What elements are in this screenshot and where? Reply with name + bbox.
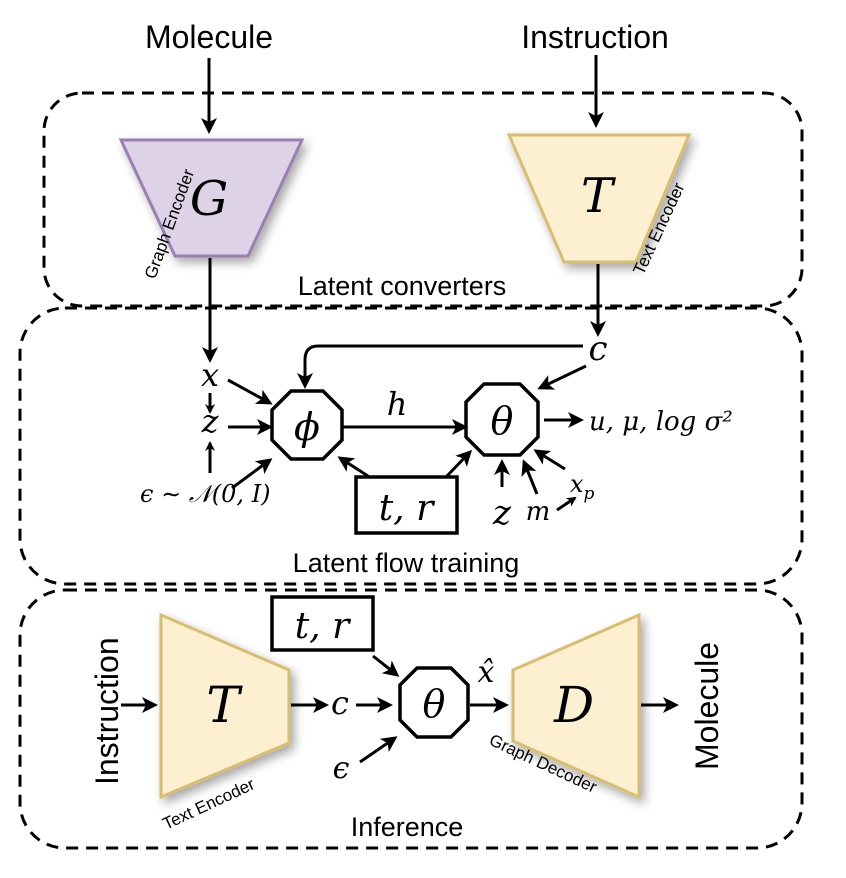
- inference-epsilon: ϵ: [333, 751, 350, 786]
- graph-encoder: [118, 138, 305, 258]
- theta-symbol-inference: θ: [423, 682, 446, 726]
- tr-box-training: [354, 475, 459, 535]
- inference-text-encoder: [159, 612, 291, 800]
- theta-symbol-training: θ: [491, 399, 514, 443]
- phi-symbol: ϕ: [294, 405, 320, 449]
- tr-to-phi-arrow: [337, 456, 369, 478]
- instruction-input-label: Instruction: [521, 19, 669, 55]
- tr-label-training: t, r: [379, 488, 435, 529]
- text-encoder: [506, 133, 692, 264]
- theta-input-xp: xp: [570, 470, 595, 504]
- latent-flow-training-label: Latent flow training: [293, 548, 520, 578]
- inference-instruction-label: Instruction: [89, 637, 125, 785]
- graph-decoder: [511, 612, 641, 800]
- latent-flow-training-section: [18, 306, 804, 586]
- graph-decoder-symbol: D: [553, 676, 594, 734]
- inference-label: Inference: [351, 812, 464, 842]
- c-to-phi-arrow: [297, 344, 583, 389]
- theta-network-inference: [398, 666, 470, 739]
- tr-to-theta-inference-arrow: [372, 654, 400, 677]
- theta-input-m: m: [526, 497, 551, 527]
- latent-converters-label: Latent converters: [298, 271, 507, 301]
- graph-encoder-symbol: G: [190, 171, 228, 227]
- m-to-theta-arrow: [521, 459, 539, 495]
- inference-text-encoder-symbol: T: [206, 676, 243, 734]
- xp-to-theta-arrow: [533, 449, 566, 471]
- noise-distribution: ϵ ∼ 𝒩(0, I): [140, 480, 271, 508]
- tr-label-inference: t, r: [295, 606, 351, 647]
- x-variable: x: [201, 356, 219, 394]
- theta-input-z: z: [492, 493, 512, 533]
- text-encoder-symbol: T: [581, 168, 616, 224]
- inference-molecule-label: Molecule: [689, 642, 725, 770]
- noise-to-phi-arrow: [231, 458, 273, 490]
- theta-network-training: [464, 382, 540, 457]
- c-variable: c: [588, 329, 607, 369]
- inference-section: [18, 588, 804, 850]
- tr-box-inference: [270, 595, 375, 652]
- inference-c-variable: c: [331, 684, 349, 722]
- x-hat-variable: x̂: [478, 655, 495, 690]
- latent-converters-section: [42, 91, 804, 308]
- epsilon-to-theta-arrow: [359, 736, 398, 764]
- tr-to-theta-arrow: [445, 449, 473, 478]
- molecule-input-label: Molecule: [145, 19, 273, 55]
- c-to-theta-arrow: [537, 364, 587, 390]
- training-outputs: u, μ, log σ²: [589, 407, 733, 437]
- x-to-phi-arrow: [227, 378, 273, 405]
- h-variable: h: [387, 385, 408, 423]
- m-to-xp-arrow: [556, 496, 577, 512]
